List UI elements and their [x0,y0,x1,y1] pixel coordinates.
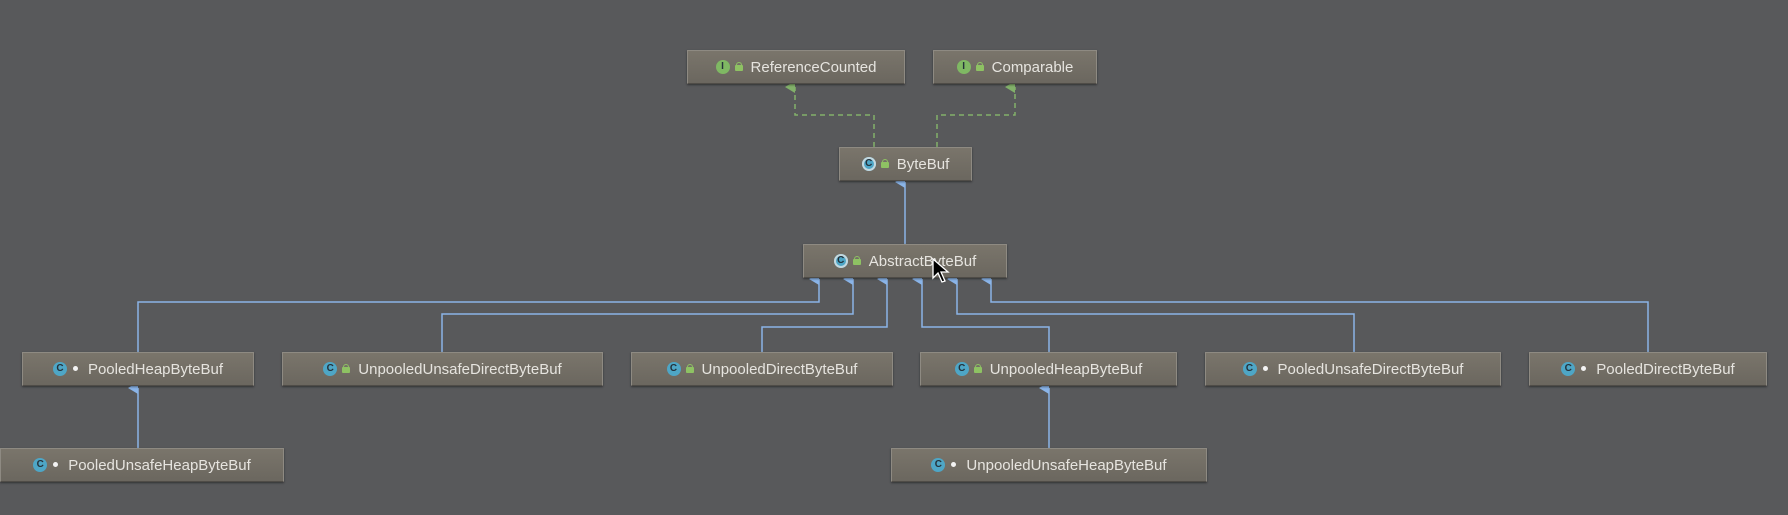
class-icon: C [954,362,969,376]
node-reference-counted[interactable]: I ReferenceCounted [687,50,905,84]
node-unpooled-unsafe-direct-byte-buf[interactable]: C UnpooledUnsafeDirectByteBuf [282,352,603,386]
class-icon: C [323,362,338,376]
node-label: UnpooledHeapByteBuf [989,360,1143,378]
node-label: ByteBuf [896,155,950,173]
class-icon: C [931,458,946,472]
node-unpooled-direct-byte-buf[interactable]: C UnpooledDirectByteBuf [631,352,893,386]
edge-pooledunsafedirectbytebuf-abstractbytebuf [947,273,1355,352]
lock-icon [341,364,351,374]
class-icon: C [1561,362,1576,376]
node-pooled-unsafe-direct-byte-buf[interactable]: C PooledUnsafeDirectByteBuf [1205,352,1501,386]
class-icon: C [52,362,67,376]
node-label: PooledUnsafeHeapByteBuf [68,456,251,474]
lock-icon [973,364,983,374]
edge-unpooledheapbytebuf-abstractbytebuf [912,273,1050,352]
lock-icon [734,62,744,72]
node-comparable[interactable]: I Comparable [933,50,1097,84]
class-icon: C [33,458,48,472]
lock-icon [880,159,890,169]
class-icon: C [1242,362,1257,376]
node-label: PooledDirectByteBuf [1596,360,1735,378]
lock-icon [852,256,862,266]
lock-icon [975,62,985,72]
edge-unpooleddirectbytebuf-abstractbytebuf [761,273,888,352]
public-visibility-icon [1579,364,1589,374]
node-label: UnpooledDirectByteBuf [701,360,858,378]
abstract-class-icon: C [861,157,876,171]
node-label: Comparable [991,58,1074,76]
mouse-pointer-icon [932,258,950,283]
class-icon: C [666,362,681,376]
edge-bytebuf-referencecounted [785,81,875,147]
node-label: PooledUnsafeDirectByteBuf [1277,360,1464,378]
public-visibility-icon [51,460,61,470]
node-label: AbstractByteBuf [868,252,977,270]
edge-pooleddirectbytebuf-abstractbytebuf [981,273,1649,352]
edge-unpooledunsafedirectbytebuf-abstractbytebuf [441,273,854,352]
node-label: PooledHeapByteBuf [87,360,224,378]
interface-icon: I [956,60,971,74]
node-pooled-direct-byte-buf[interactable]: C PooledDirectByteBuf [1529,352,1767,386]
node-label: UnpooledUnsafeHeapByteBuf [966,456,1167,474]
public-visibility-icon [949,460,959,470]
node-unpooled-unsafe-heap-byte-buf[interactable]: C UnpooledUnsafeHeapByteBuf [891,448,1207,482]
node-label: UnpooledUnsafeDirectByteBuf [358,360,562,378]
lock-icon [685,364,695,374]
node-abstract-byte-buf[interactable]: C AbstractByteBuf [803,244,1007,278]
edge-bytebuf-comparable [936,81,1016,147]
node-byte-buf[interactable]: C ByteBuf [839,147,972,181]
edge-pooledheapbytebuf-abstractbytebuf [137,273,820,352]
public-visibility-icon [71,364,81,374]
node-pooled-unsafe-heap-byte-buf[interactable]: C PooledUnsafeHeapByteBuf [0,448,284,482]
node-pooled-heap-byte-buf[interactable]: C PooledHeapByteBuf [22,352,254,386]
public-visibility-icon [1261,364,1271,374]
interface-icon: I [715,60,730,74]
node-label: ReferenceCounted [750,58,877,76]
node-unpooled-heap-byte-buf[interactable]: C UnpooledHeapByteBuf [920,352,1177,386]
abstract-class-icon: C [833,254,848,268]
